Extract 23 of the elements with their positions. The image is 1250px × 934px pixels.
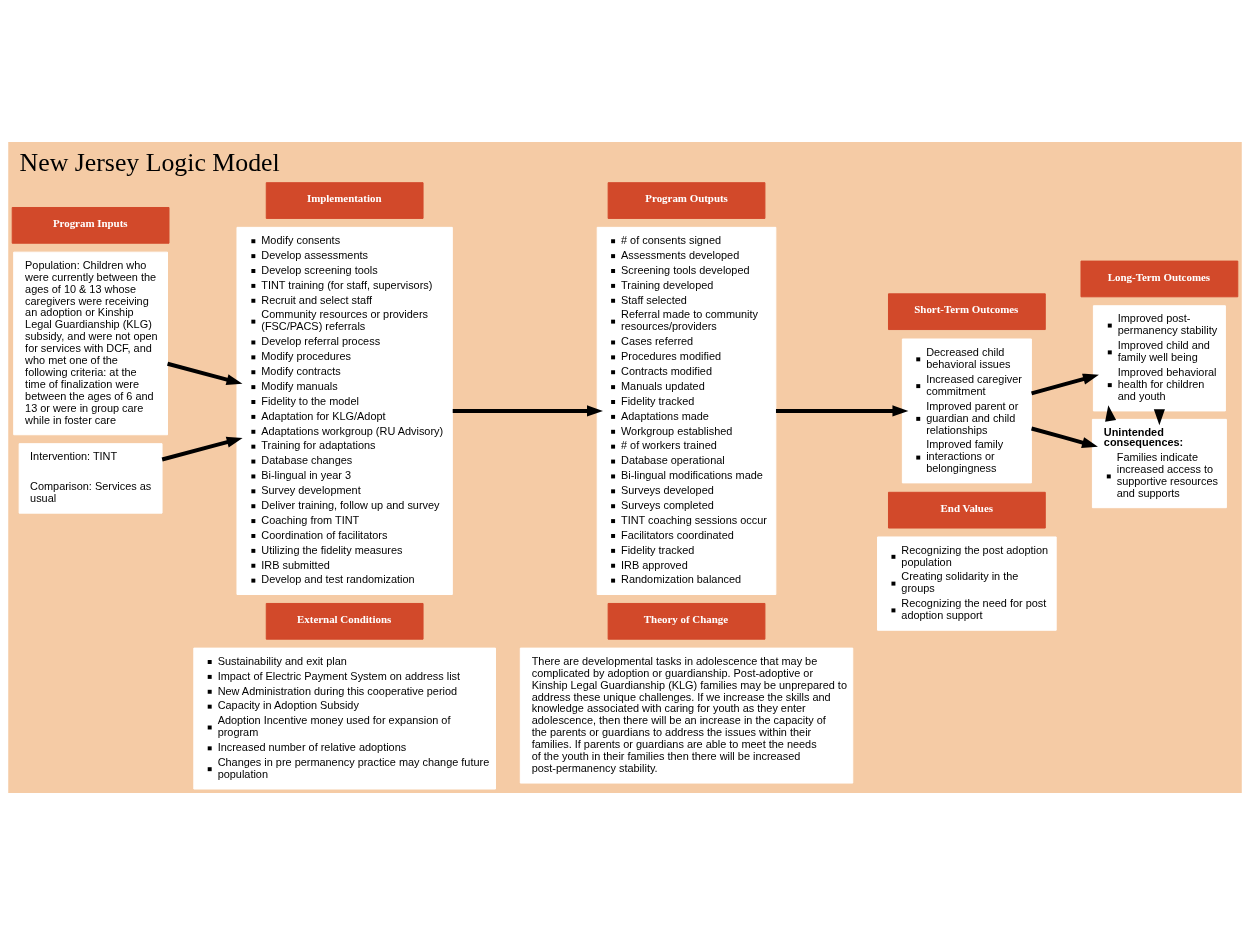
node-box: Long-Term Outcomes [1080, 260, 1239, 297]
node-box: Program Outputs [607, 181, 766, 219]
arrow [161, 436, 243, 461]
node-box: Short-Term Outcomes [888, 292, 1046, 330]
arrow [167, 361, 243, 385]
diagram-title: New Jersey Logic Model [19, 147, 280, 177]
node-box: Program Inputs [11, 206, 170, 244]
node-box: There are developmental tasks in adolescence that may be complicated by adoption or guardianship. Post-adoptive or Kinship Legal Guardianship (KLG) families may be unprepared to address these unique challenges. If we increase the skills and knowledge associated with caring for youth as they enter adolescence, then there will be an increase in the capacity of the parents or guardians to address the issues within their families. If parents or guardians are able to meet the needs of the youth in their families then there will be increased post-permanency stability. [519, 647, 854, 784]
node-box: Population: Children who were currently between the ages of 10 & 13 whose caregivers were receiving an adoption or Kinship Legal Guardianship (KLG) subsidy, and were not open for services with DCF, and who met one of the following criteria: at the time of finalization were between the ages of 6 and 13 or were in group care while in foster care [13, 251, 168, 435]
node-box: End Values [888, 491, 1046, 529]
node-box: External Conditions [265, 602, 424, 640]
node-box: Implementation [265, 181, 424, 219]
arrow [1031, 373, 1099, 395]
arrow [452, 404, 603, 416]
arrow [776, 404, 909, 416]
node-box: Recognizing the post adoption population Creating solidarity in the groups Recognizing the need for post adoption support [877, 535, 1057, 631]
node-box: Sustainability and exit plan Impact of Electric Payment System on address list New Administration during this cooperative period Capacity in Adoption Subsidy Adoption Incentive money used for expansion of program Increased number of relative adoptions Changes in pre permanency practice may change future population [193, 647, 496, 790]
node-box: Intervention: TINT Comparison: Services as usual [18, 442, 163, 514]
node-box: Decreased child behavioral issues Increased caregiver commitment Improved parent or guardian and child relationships Improved family interactions or belongingness [901, 338, 1032, 483]
arrow [1031, 426, 1098, 448]
node-box: # of consents signed Assessments developed Screening tools developed Training developed Staff selected Referral made to community resources/providers Cases referred Procedures modified Contracts modified Manuals updated Fidelity tracked Adaptations made Workgroup established # of workers trained Database operational Bi-lingual modifications made Surveys developed Surveys completed TINT coaching sessions occur Facilitators coordinated Fidelity tracked IRB approved Randomization balanced [596, 226, 777, 595]
node-box: Modify consents Develop assessments Develop screening tools TINT training (for staff, supervisors) Recruit and select staff Community resources or providers (FSC/PACS) referrals Develop referral process Modify procedures Modify contracts Modify manuals Fidelity to the model Adaptation for KLG/Adopt Adaptations workgroup (RU Advisory) Training for adaptations Database changes Bi-lingual in year 3 Survey development Deliver training, follow up and survey Coaching from TINT Coordination of facilitators Utilizing the fidelity measures IRB submitted Develop and test randomization [236, 226, 453, 595]
node-box: Theory of Change [607, 602, 766, 640]
